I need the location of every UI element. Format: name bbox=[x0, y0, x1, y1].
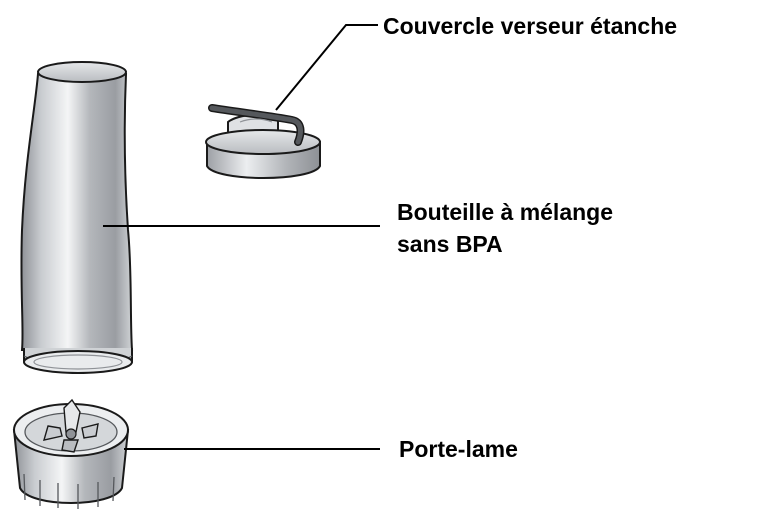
blade-holder bbox=[12, 398, 130, 509]
bottle-body bbox=[20, 73, 134, 351]
bottle-label: Bouteille à mélange sans BPA bbox=[397, 196, 613, 260]
pouring-lid bbox=[205, 104, 321, 179]
blade-holder-label: Porte-lame bbox=[399, 436, 518, 462]
lid-top bbox=[205, 129, 321, 155]
bottle-label-line2: sans BPA bbox=[397, 231, 503, 257]
bottle-top-opening bbox=[37, 61, 127, 83]
blade-icon bbox=[43, 398, 99, 453]
lid-leader-line bbox=[275, 24, 378, 111]
lid-label: Couvercle verseur étanche bbox=[383, 13, 678, 39]
bottle-label-line1: Bouteille à mélange bbox=[397, 199, 614, 225]
mixing-bottle bbox=[20, 61, 134, 374]
bottle-bottom-opening bbox=[23, 350, 133, 374]
